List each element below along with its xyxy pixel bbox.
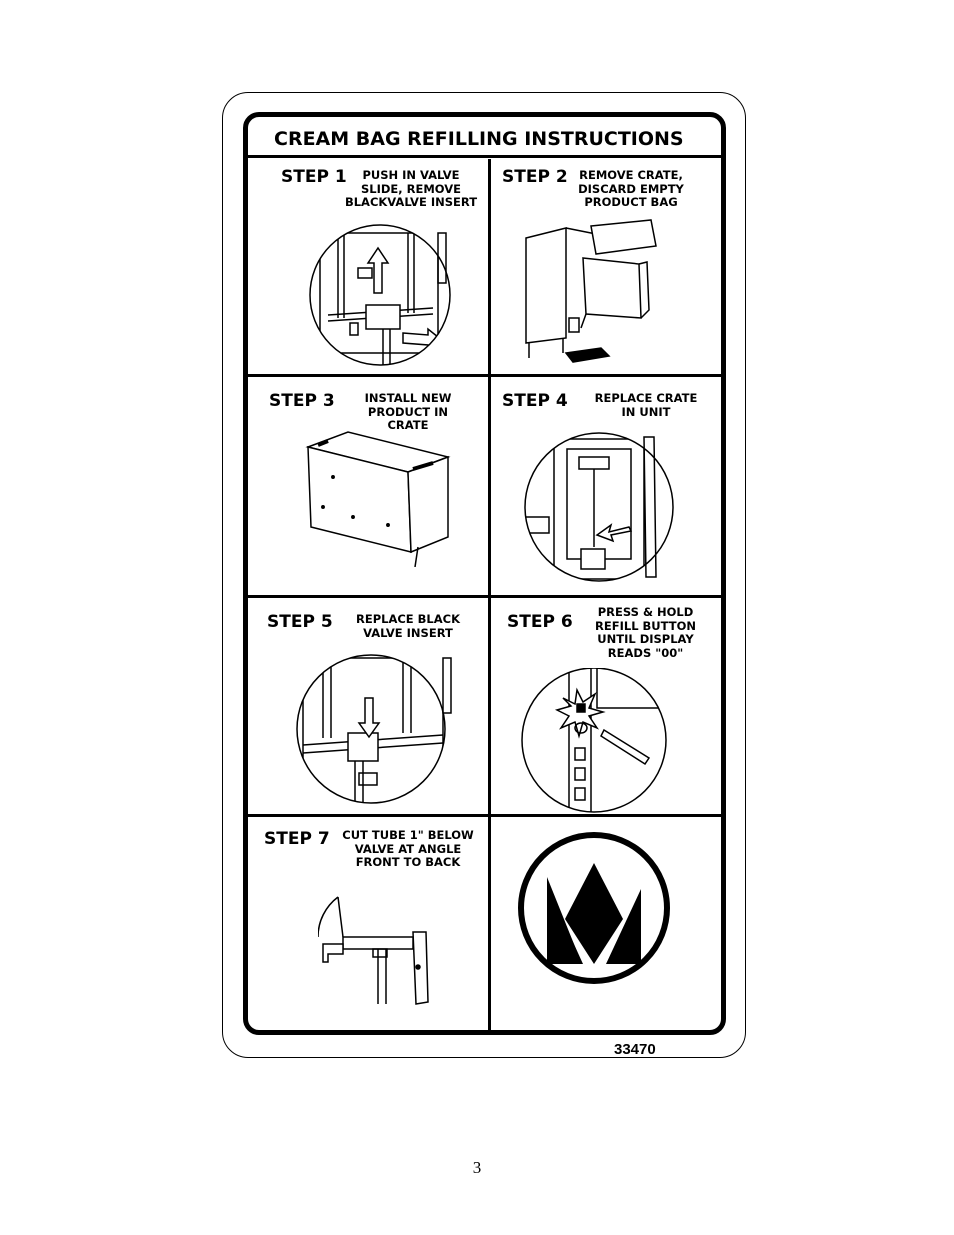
crate-illustration [305,431,451,567]
step-4-text: REPLACE CRATE IN UNIT [594,391,698,419]
label-title: CREAM BAG REFILLING INSTRUCTIONS [274,128,684,150]
valve-slide-removal-illustration [309,224,451,366]
step-7-text: CUT TUBE 1" BELOW VALVE AT ANGLE FRONT T… [342,828,474,869]
crate-in-unit-illustration [524,432,674,582]
step-4-label: STEP 4 [502,391,568,411]
divider [248,374,721,377]
step-6-cell: STEP 6 PRESS & HOLD REFILL BUTTON UNTIL … [491,598,721,814]
step-5-text: REPLACE BLACK VALVE INSERT [355,612,460,640]
refill-button-illustration [521,668,667,813]
step-5-label: STEP 5 [267,612,333,632]
divider [248,814,721,817]
step-1-label: STEP 1 [281,167,347,187]
logo-cell [491,817,721,1030]
divider [248,155,721,158]
step-7-label: STEP 7 [264,829,330,849]
step-1-text: PUSH IN VALVE SLIDE, REMOVE BLACKVALVE I… [344,168,478,209]
label-outer-border [222,92,746,1058]
step-5-cell: STEP 5 REPLACE BLACK VALVE INSERT [248,598,488,814]
step-3-label: STEP 3 [269,391,335,411]
step-7-cell: STEP 7 CUT TUBE 1" BELOW VALVE AT ANGLE … [248,817,488,1030]
column-divider [488,159,491,1030]
step-3-text: INSTALL NEW PRODUCT IN CRATE [364,391,452,432]
page-number: 3 [472,1158,482,1177]
tube-cut-illustration [318,896,429,1005]
divider [248,595,721,598]
step-2-cell: STEP 2 REMOVE CRATE, DISCARD EMPTY PRODU… [491,158,721,374]
step-3-cell: STEP 3 INSTALL NEW PRODUCT IN CRATE [248,377,488,595]
step-6-text: PRESS & HOLD REFILL BUTTON UNTIL DISPLAY… [595,605,696,660]
step-2-label: STEP 2 [502,167,568,187]
valve-insert-illustration [296,654,452,804]
step-1-cell: STEP 1 PUSH IN VALVE SLIDE, REMOVE BLACK… [248,158,488,374]
step-2-text: REMOVE CRATE, DISCARD EMPTY PRODUCT BAG [578,168,684,209]
step-6-label: STEP 6 [507,612,573,632]
step-4-cell: STEP 4 REPLACE CRATE IN UNIT [491,377,721,595]
instruction-label: CREAM BAG REFILLING INSTRUCTIONS STEP 1 … [243,112,726,1035]
part-number: 33470 [614,1041,656,1058]
crown-logo-icon [518,832,670,984]
dispenser-crate-removal-illustration [525,219,657,363]
